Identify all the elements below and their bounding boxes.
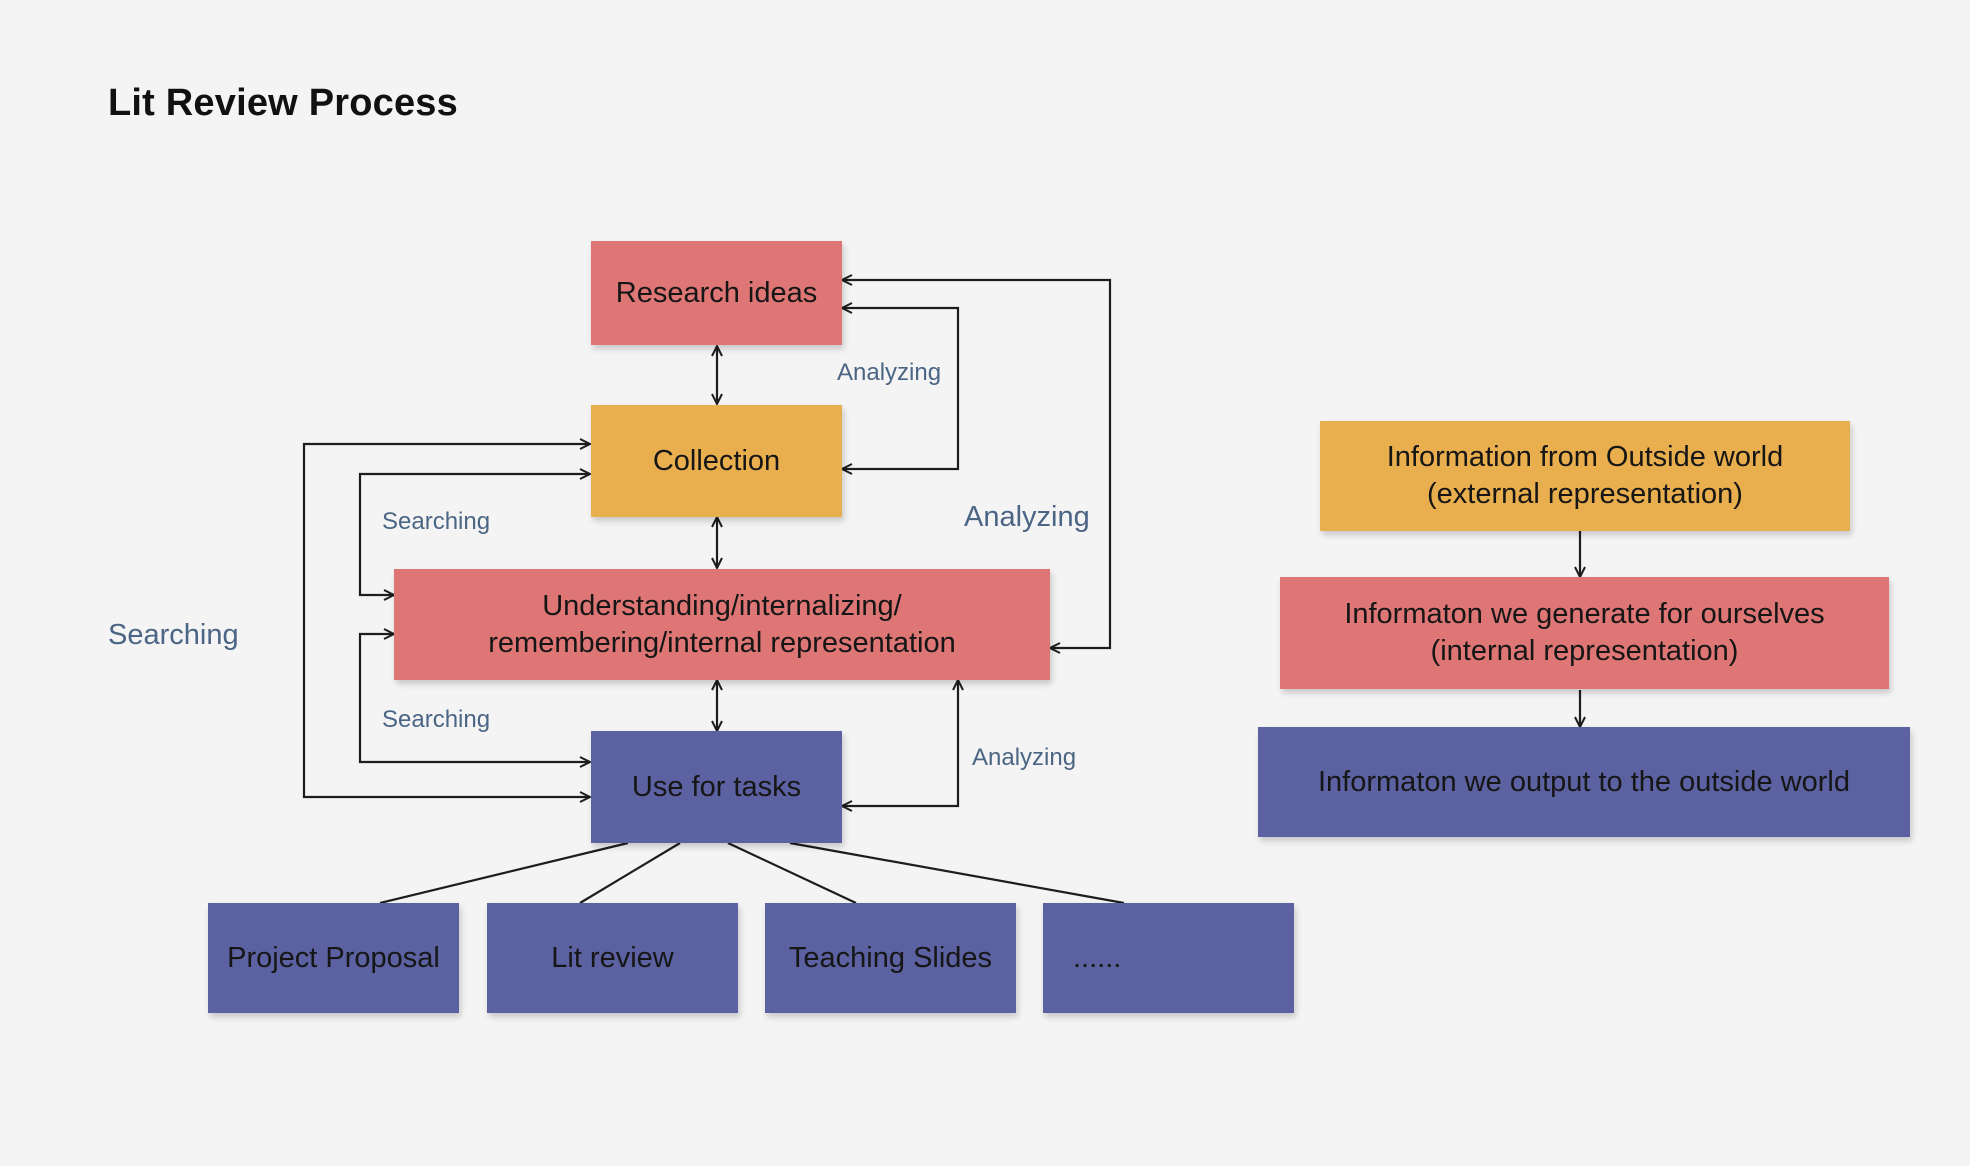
label-analyzing-bottom: Analyzing — [972, 744, 1077, 771]
label-analyzing-top: Analyzing — [837, 359, 942, 386]
line-use-to-more — [789, 841, 1125, 905]
research-ideas-node: Research ideas — [591, 241, 842, 345]
arrow-analyzing-use-to-understanding — [842, 680, 958, 806]
collection-node: Collection — [591, 405, 842, 517]
arrow-analyzing-collection-to-research — [842, 308, 960, 469]
teaching-slides-node: Teaching Slides — [765, 903, 1016, 1013]
label-searching-upper: Searching — [382, 508, 491, 535]
more-tasks-node: ...... — [1043, 903, 1294, 1013]
label-analyzing-middle: Analyzing — [964, 501, 1090, 533]
line-use-to-slides — [727, 842, 857, 904]
page-title: Lit Review Process — [108, 82, 458, 124]
label-searching-outer: Searching — [108, 619, 239, 651]
line-use-to-litreview — [579, 842, 681, 904]
line-use-to-proposal — [379, 841, 629, 905]
use-for-tasks-node: Use for tasks — [591, 731, 842, 843]
arrow-searching-understanding-to-use — [358, 634, 590, 762]
lit-review-node: Lit review — [487, 903, 738, 1013]
arrow-searching-understanding-to-collection — [358, 474, 590, 595]
label-searching-lower: Searching — [382, 706, 491, 733]
understanding-node: Understanding/internalizing/ remembering… — [394, 569, 1050, 680]
arrow-analyzing-understanding-to-research — [842, 280, 1112, 648]
arrow-searching-collection-to-use — [302, 444, 590, 797]
legend-output-node: Informaton we output to the outside worl… — [1258, 727, 1910, 837]
legend-external-node: Information from Outside world (external… — [1320, 421, 1850, 531]
legend-internal-node: Informaton we generate for ourselves (in… — [1280, 577, 1889, 689]
project-proposal-node: Project Proposal — [208, 903, 459, 1013]
